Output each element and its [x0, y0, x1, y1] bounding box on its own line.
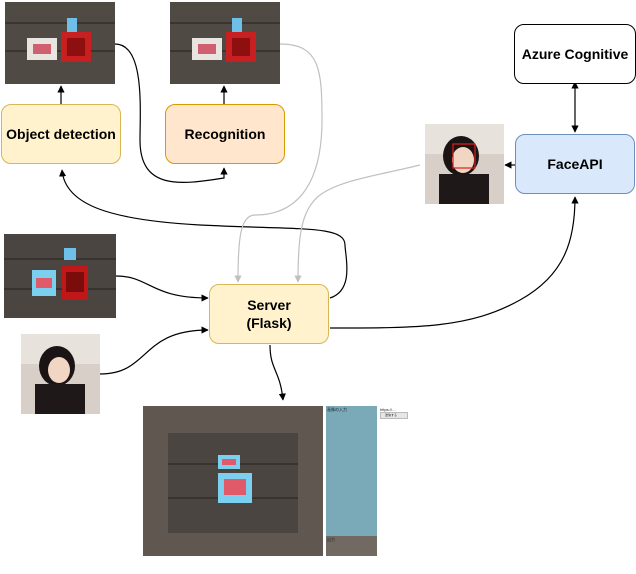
- output-ui-screenshot: 画像の入力 出力 https://… 送信する: [143, 406, 615, 556]
- ui-side-panel: 画像の入力 出力: [326, 406, 377, 556]
- face-photo-detected: [425, 124, 504, 204]
- object-detection-label: Object detection: [6, 126, 116, 142]
- arrow-gray-photo-to-server: [234, 43, 323, 283]
- face-photo-input: [21, 334, 100, 414]
- ui-result-image: [168, 433, 298, 533]
- azure-cognitive-label: Azure Cognitive: [521, 46, 629, 62]
- objects-photo-top-middle: [170, 2, 280, 84]
- ui-side-label-top: 画像の入力: [327, 407, 347, 412]
- ui-side-label-bottom: 出力: [327, 537, 335, 542]
- faceapi-node: FaceAPI: [515, 134, 635, 194]
- ui-url-text: https://…: [380, 407, 397, 412]
- recognition-node: Recognition: [165, 104, 285, 164]
- ui-canvas: [143, 406, 323, 556]
- ui-submit-button[interactable]: 送信する: [380, 412, 408, 419]
- object-detection-node: Object detection: [1, 104, 121, 164]
- arrow-photo-to-recog: [114, 43, 228, 183]
- objects-photo-input: [4, 234, 116, 318]
- arrow-face-to-server: [99, 326, 209, 375]
- face-bounding-box: [452, 143, 476, 169]
- arrow-objects-to-server: [115, 275, 209, 302]
- arrow-server-to-objdet: [58, 169, 348, 299]
- arrow-server-to-ui: [269, 344, 286, 401]
- faceapi-label: FaceAPI: [547, 156, 603, 172]
- arrow-server-to-faceapi: [329, 196, 579, 329]
- server-node: Server (Flask): [209, 284, 329, 344]
- server-label: Server: [247, 297, 291, 313]
- objects-photo-top-left: [5, 2, 115, 84]
- ui-submit-label: 送信する: [385, 413, 398, 417]
- server-label-flask: (Flask): [246, 315, 292, 331]
- recognition-label: Recognition: [184, 126, 266, 142]
- ui-side-footer: 出力: [326, 536, 377, 556]
- azure-cognitive-node: Azure Cognitive: [514, 24, 636, 84]
- arrow-gray-face-to-server: [294, 164, 421, 283]
